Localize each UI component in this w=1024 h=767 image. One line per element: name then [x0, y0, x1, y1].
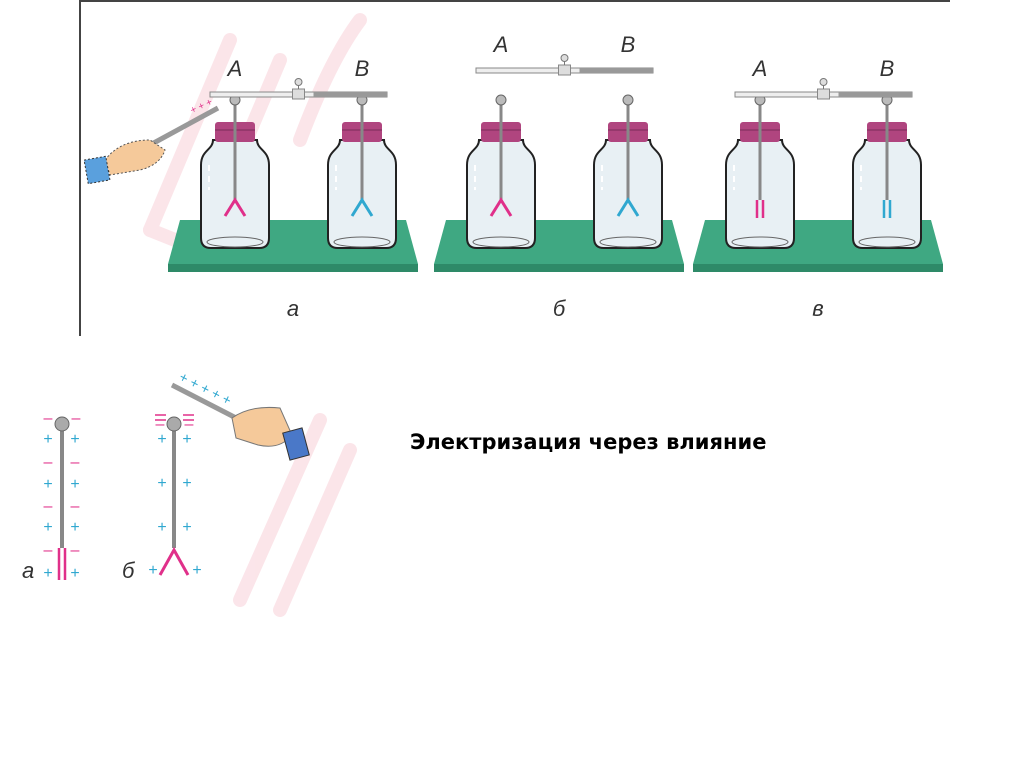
electroscope-leaves — [616, 197, 640, 217]
minus-sign: – — [185, 416, 194, 433]
electroscope-jar — [725, 94, 795, 249]
minus-sign: – — [44, 410, 53, 427]
plus-sign: + — [157, 519, 166, 536]
panel-label: а — [287, 296, 299, 321]
negative-charge-dashes — [155, 414, 194, 421]
plus-sign: + — [43, 519, 52, 536]
plus-sign: + — [70, 519, 79, 536]
minus-sign: – — [71, 498, 80, 515]
electroscope-jar — [200, 94, 270, 249]
plus-sign: + — [43, 565, 52, 582]
plus-sign: + — [182, 519, 191, 536]
connector-rod — [475, 54, 654, 76]
panel-1: A Bа + + + — [83, 56, 418, 321]
plus-sign: + — [43, 431, 52, 448]
electroscope-jar — [327, 94, 397, 249]
hand-with-charged-rod: + + + — [83, 97, 220, 185]
electroscope-leaves — [755, 200, 765, 218]
minus-sign: – — [44, 498, 53, 515]
figure-label-b: б — [122, 558, 136, 583]
connector-rod — [734, 78, 913, 100]
minus-sign: – — [72, 410, 81, 427]
electroscope-leaves — [223, 197, 247, 217]
panel-label: б — [553, 296, 567, 321]
electroscope-leaves — [350, 197, 374, 217]
label-b: B — [880, 56, 895, 81]
label-b: B — [355, 56, 370, 81]
electroscope-ball — [622, 94, 634, 106]
panel-3: A Bв — [693, 56, 943, 321]
minus-sign: – — [156, 416, 165, 433]
label-a: A — [226, 56, 243, 81]
connector-rod — [209, 78, 388, 100]
watermark-stroke — [293, 13, 367, 147]
electroscope-leaves — [882, 200, 892, 218]
label-b: B — [621, 32, 636, 57]
panel-label: в — [812, 296, 823, 321]
plus-sign: + — [70, 565, 79, 582]
plus-sign: + — [70, 431, 79, 448]
plus-sign: + — [192, 562, 201, 579]
electroscope-leaves — [489, 197, 513, 217]
plus-sign: + — [43, 476, 52, 493]
minus-sign: – — [44, 542, 53, 559]
panel-2: A Bб — [434, 32, 684, 321]
watermark-stroke — [273, 443, 357, 617]
plus-sign: + — [182, 475, 191, 492]
plus-sign: + — [157, 475, 166, 492]
electroscope-ball — [495, 94, 507, 106]
plus-sign: + — [148, 562, 157, 579]
minus-sign: – — [71, 454, 80, 471]
electroscope-jar — [852, 94, 922, 249]
electroscope-jar — [593, 94, 663, 249]
figure-label-a: а — [22, 558, 34, 583]
electroscope-a: ––++––++––++––++а — [22, 410, 81, 583]
electroscope-b: ––++++++++б+ + + + + — [122, 368, 310, 583]
plus-sign: + — [157, 431, 166, 448]
label-a: A — [492, 32, 509, 57]
plus-sign: + — [70, 476, 79, 493]
plus-sign: + — [182, 431, 191, 448]
watermark-stroke — [143, 33, 237, 237]
minus-sign: – — [44, 454, 53, 471]
minus-sign: – — [71, 542, 80, 559]
slide-title: Электризация через влияние — [410, 430, 767, 454]
label-a: A — [751, 56, 768, 81]
electroscope-jar — [466, 94, 536, 249]
watermark-stroke — [233, 413, 327, 607]
